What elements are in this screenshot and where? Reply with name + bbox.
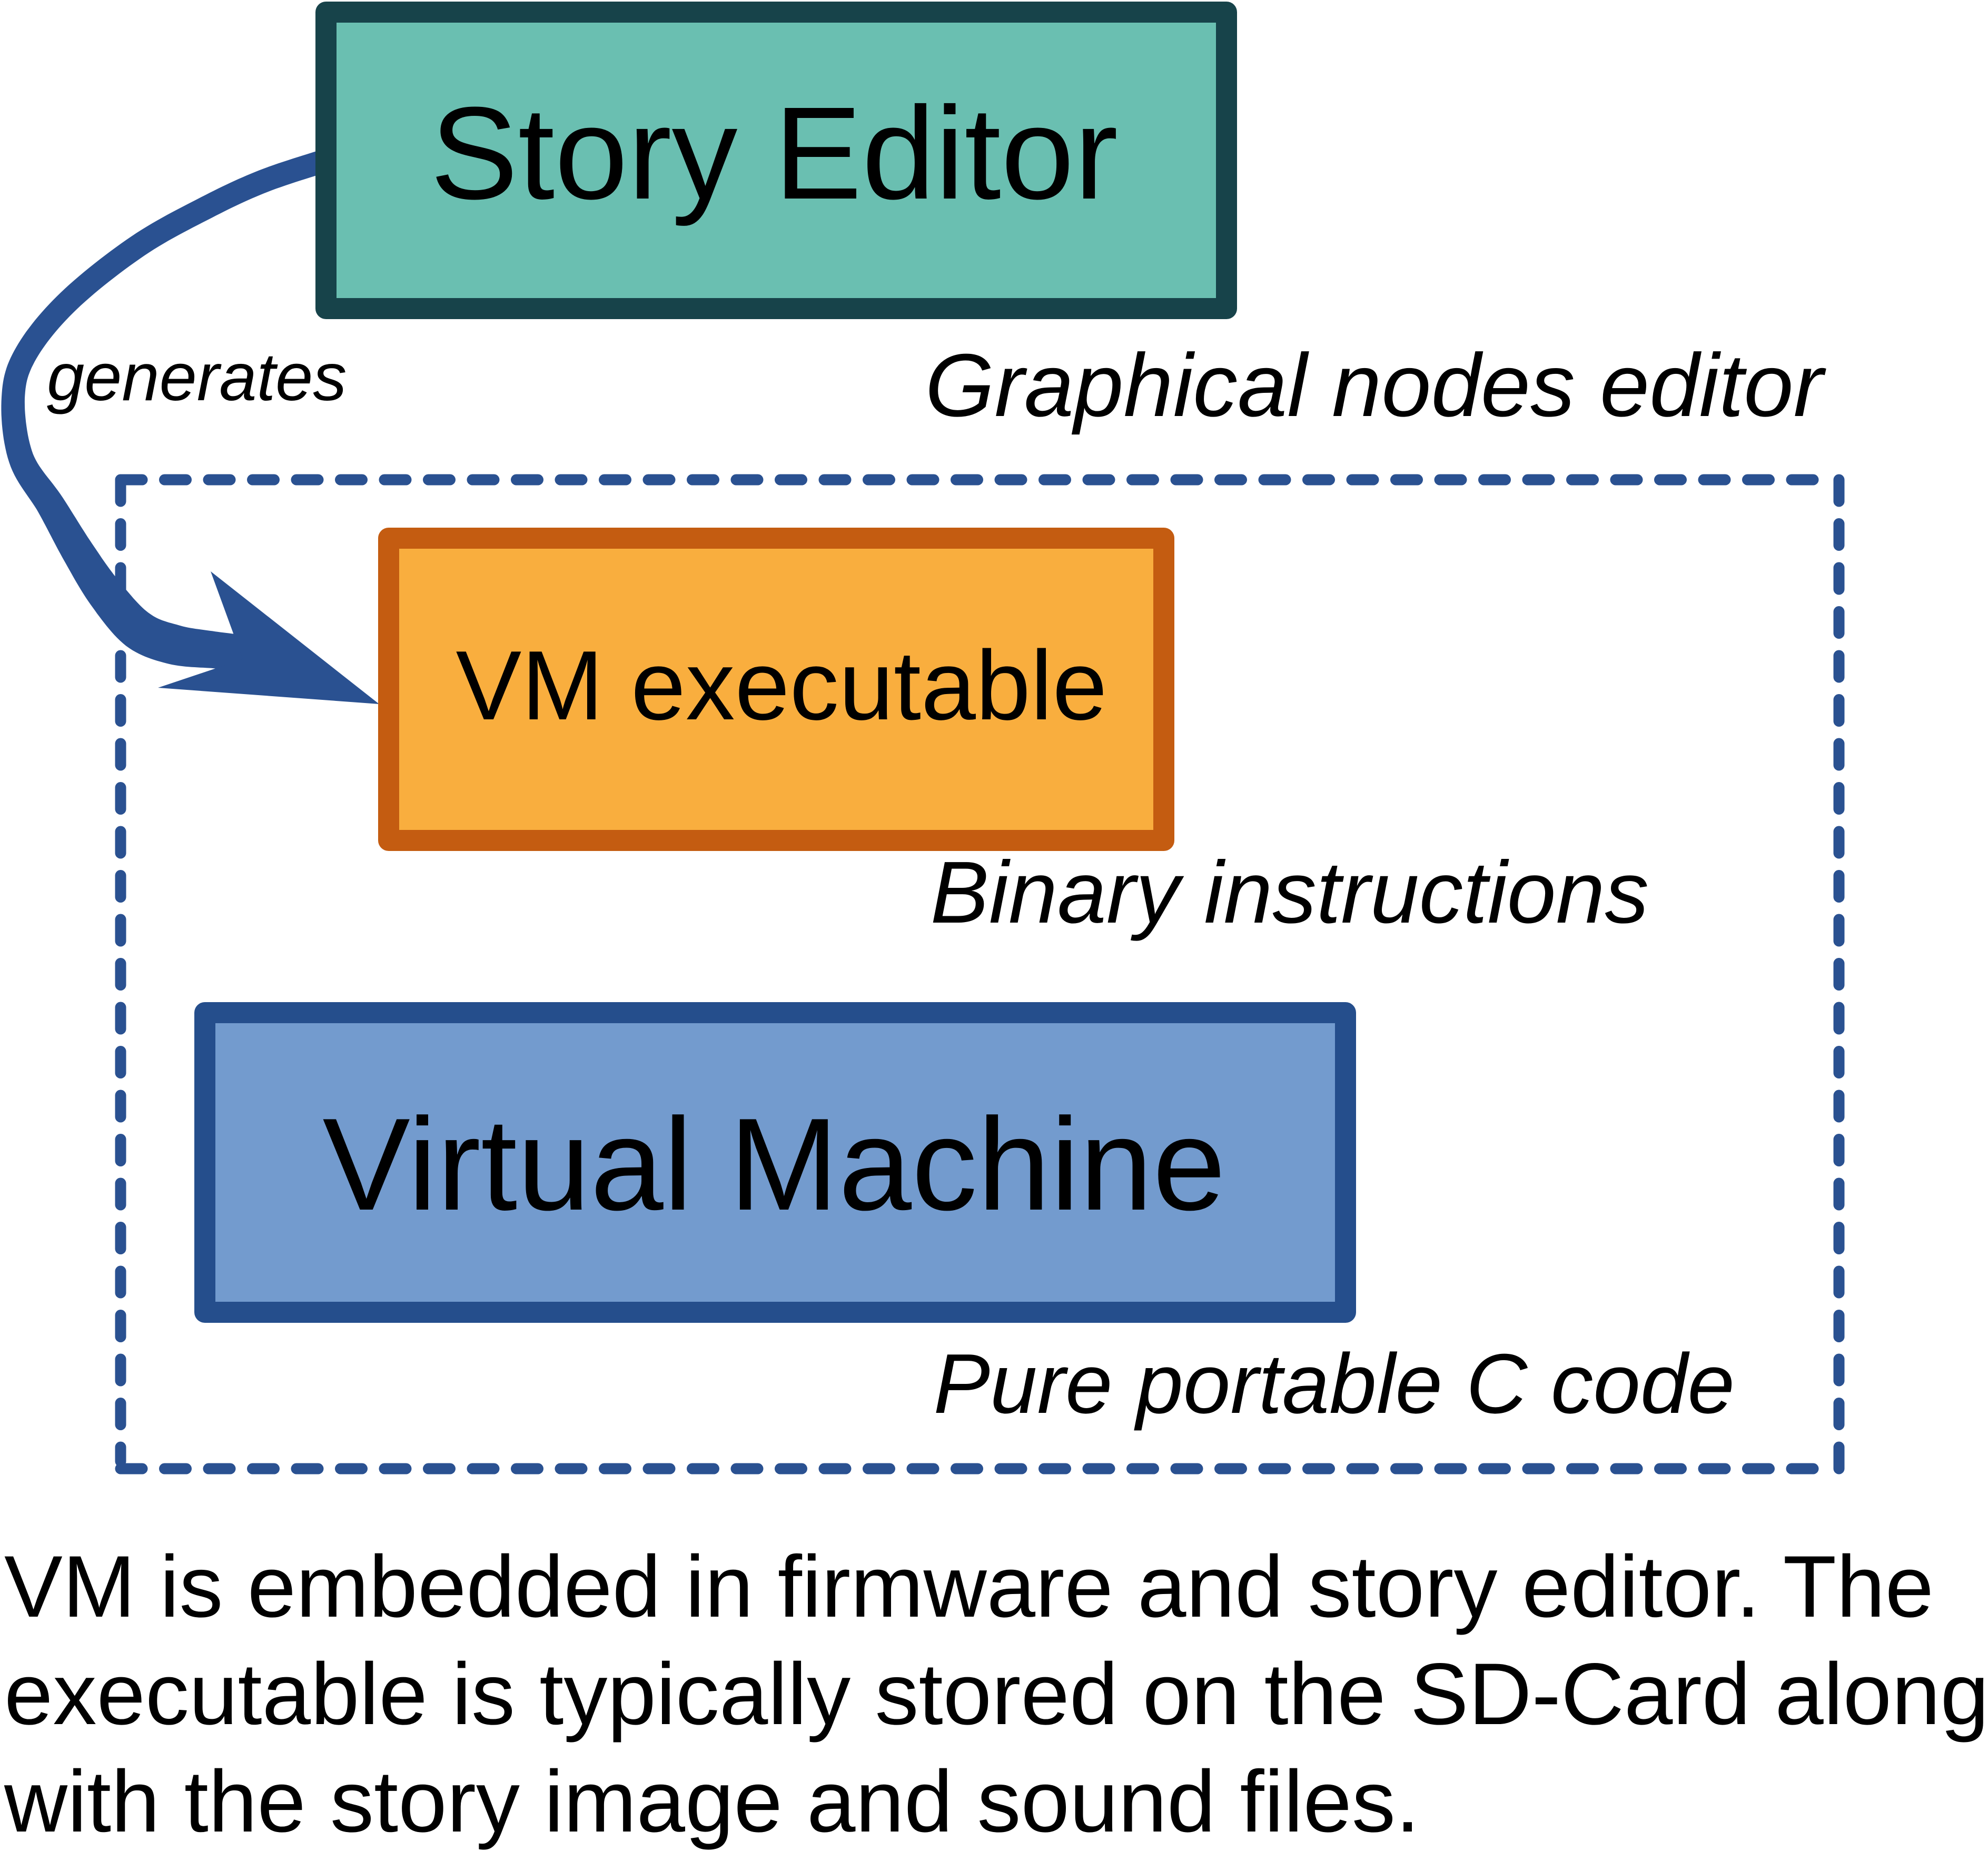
svg-text:Graphical nodes editor: Graphical nodes editor xyxy=(925,335,1827,435)
svg-text:Binary instructions: Binary instructions xyxy=(931,844,1649,942)
svg-text:generates: generates xyxy=(47,340,347,415)
svg-text:with the story image and sound: with the story image and sound files. xyxy=(4,1753,1420,1850)
svg-text:Pure portable C code: Pure portable C code xyxy=(934,1337,1735,1431)
svg-text:VM is embedded in firmware and: VM is embedded in firmware and story edi… xyxy=(4,1538,1934,1636)
svg-text:Story Editor: Story Editor xyxy=(430,80,1118,226)
svg-text:VM executable: VM executable xyxy=(456,630,1107,740)
svg-text:executable is typically stored: executable is typically stored on the SD… xyxy=(4,1646,1988,1743)
svg-text:Virtual Machine: Virtual Machine xyxy=(322,1091,1225,1238)
